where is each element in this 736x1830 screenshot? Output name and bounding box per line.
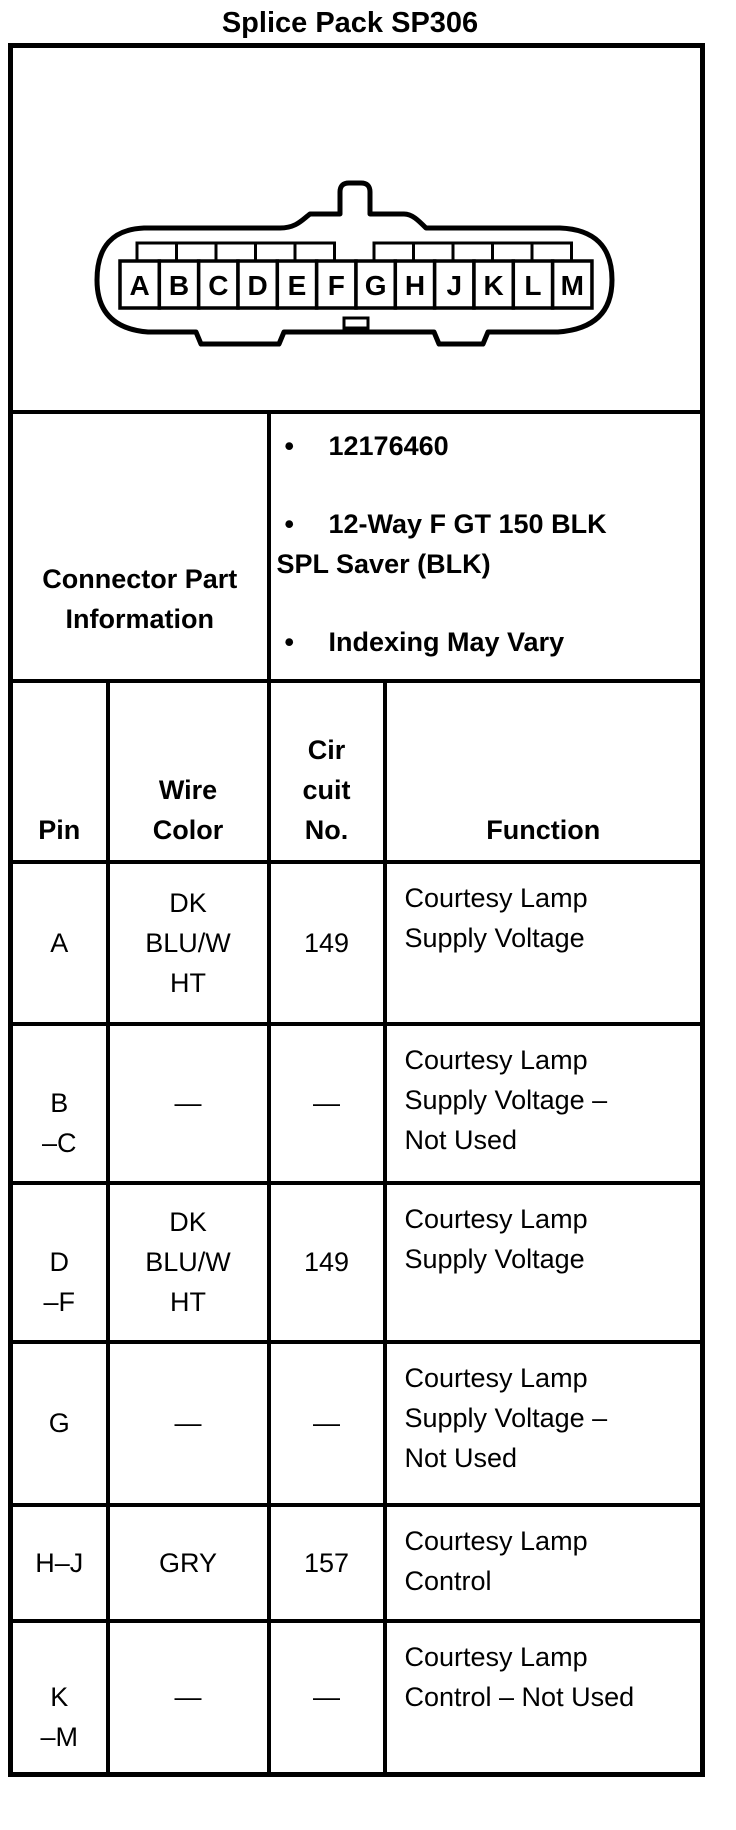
pin-letter: H [404,270,424,301]
part-info-row: Connector Part Information •12176460 •12… [8,409,705,683]
circuit-no: 149 [266,859,387,1026]
pin-function: Courtesy Lamp Supply Voltage – Not Used [382,1021,705,1185]
col-header-wire: Wire Color [105,678,271,864]
pin-letter: L [524,270,541,301]
circuit-no: — [266,1021,387,1185]
pin-function: Courtesy Lamp Supply Voltage [382,859,705,1026]
pin-id: G [8,1339,110,1507]
pin-cavity [353,259,397,310]
page-title: Splice Pack SP306 [221,7,479,39]
wire-color: DK BLU/W HT [105,1180,271,1344]
pin-letter: C [208,270,228,301]
lock-tab [411,241,454,263]
pin-cavity [393,259,436,310]
table-row: K –M — — Courtesy Lamp Control – Not Use… [8,1618,705,1777]
col-header-pin: Pin [8,678,110,864]
part-description: 12-Way F GT 150 BLK SPL Saver (BLK) [276,508,607,579]
header-row: Pin Wire Color Cir cuit No. Function [8,678,705,864]
lock-tab [214,241,257,263]
wire-color: DK BLU/W HT [105,859,271,1026]
pin-letter: E [287,270,306,301]
part-info-label: Connector Part Information [8,409,271,683]
part-info-list: •12176460 •12-Way F GT 150 BLK SPL Saver… [266,409,705,683]
bullet-icon: • [284,430,294,461]
lock-tab [135,241,178,263]
circuit-no: — [266,1339,387,1507]
pin-cavity [235,259,279,310]
wire-color: GRY [105,1502,271,1623]
bullet-icon: • [284,626,294,657]
lock-tab [253,241,296,263]
pin-cavity [157,259,200,310]
connector-index-notch [342,316,369,330]
part-info-item: • 12176460 [277,426,641,466]
pin-letter: A [129,270,149,301]
pin-id: B –C [8,1021,110,1185]
lock-tab [490,241,533,263]
table-row: B –C — — Courtesy Lamp Supply Voltage – … [8,1021,705,1185]
wire-color: — [105,1618,271,1777]
pin-cavity [196,259,240,310]
pin-letter: D [247,270,267,301]
pin-letter: G [364,270,386,301]
part-info-item: • Indexing May Vary [277,622,641,662]
pin-function: Courtesy Lamp Supply Voltage – Not Used [382,1339,705,1507]
pin-letter: B [168,270,188,301]
pin-cavity [275,259,318,310]
table-row: H–J GRY 157 Courtesy Lamp Control [8,1502,705,1623]
pin-letter: K [483,270,503,301]
table-row: D –F DK BLU/W HT 149 Courtesy Lamp Suppl… [8,1180,705,1344]
col-header-circuit: Cir cuit No. [266,678,387,864]
circuit-no: 149 [266,1180,387,1344]
pin-id: K –M [8,1618,110,1777]
indexing-note: Indexing May Vary [328,626,565,657]
pin-cavity [550,259,594,310]
pin-id: A [8,859,110,1026]
table-row: A DK BLU/W HT 149 Courtesy Lamp Supply V… [8,859,705,1026]
lock-tab [293,241,336,263]
wire-color: — [105,1021,271,1185]
table-row: G — — Courtesy Lamp Supply Voltage – Not… [8,1339,705,1507]
pin-function: Courtesy Lamp Supply Voltage [382,1180,705,1344]
pin-cavity [314,259,358,310]
col-header-function: Function [382,678,705,864]
wire-color: — [105,1339,271,1507]
pin-letter: F [327,270,344,301]
part-info-item: •12-Way F GT 150 BLK SPL Saver (BLK) [277,504,641,584]
circuit-no: — [266,1618,387,1777]
pin-letter: M [560,270,583,301]
pin-letter: J [446,270,462,301]
lock-tab [372,241,415,263]
pin-id: H–J [8,1502,110,1623]
pin-function: Courtesy Lamp Control – Not Used [382,1618,705,1777]
bullet-icon: • [284,508,294,539]
pin-cavity [511,259,554,310]
pin-function: Courtesy Lamp Control [382,1502,705,1623]
pin-id: D –F [8,1180,110,1344]
circuit-no: 157 [266,1502,387,1623]
lock-tab [174,241,217,263]
lock-tab [451,241,494,263]
lock-tab [530,241,573,263]
part-number: 12176460 [328,430,449,461]
